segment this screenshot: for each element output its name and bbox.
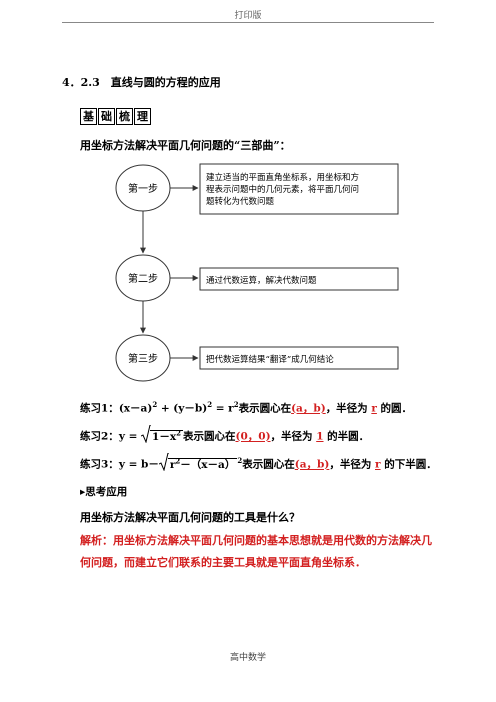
sqrt-expression: r2－（x－a）: [158, 453, 238, 472]
sqrt-sign-icon: [141, 425, 152, 443]
intro-line: 用坐标方法解决平面几何问题的“三部曲”：: [80, 139, 291, 152]
eq-part: y =: [118, 430, 142, 443]
exercise-1: 练习1：(x－a)2 + (y－b)2 = r2表示圆心在(a，b)，半径为 r…: [80, 400, 412, 416]
text-part: ，半径为: [325, 402, 372, 415]
exponent: 2: [237, 456, 243, 465]
badge-char: 梳: [116, 108, 133, 125]
flowchart: 第一步 建立适当的平面直角坐标系，用坐标和方 程表示问题中的几何元素，将平面几何…: [115, 163, 399, 382]
radicand: 1－x: [152, 430, 177, 443]
exponent: 2: [152, 400, 158, 409]
text-part: 的圆．: [376, 402, 413, 415]
text-part: 表示圆心在: [242, 458, 295, 471]
step1-text-line: 建立适当的平面直角坐标系，用坐标和方: [206, 172, 359, 183]
answer-center: (a，b): [291, 402, 326, 415]
badge-char: 础: [98, 108, 115, 125]
question-text: 用坐标方法解决平面几何问题的工具是什么？: [80, 511, 300, 524]
section-title: 4．2.3 直线与圆的方程的应用: [62, 76, 221, 89]
answer-radius: 1: [316, 430, 324, 443]
exercise-label: 练习1：: [80, 402, 119, 415]
badge-char: 基: [80, 108, 97, 125]
exercise-label: 练习3：: [80, 458, 119, 471]
exponent: 2: [175, 456, 181, 465]
step1-text-line: 题转化为代数问题: [206, 196, 275, 207]
text-part: ，半径为: [270, 430, 317, 443]
step2-box: [199, 267, 399, 291]
sqrt-sign-icon: [158, 453, 169, 471]
step3-label: 第三步: [128, 352, 158, 365]
section-badge: 基 础 梳 理: [80, 108, 152, 125]
answer-label: 解析：: [80, 534, 113, 547]
step1-text-line: 程表示问题中的几何元素，将平面几何问: [206, 184, 359, 195]
text-part: 表示圆心在: [182, 430, 236, 443]
step3-box: [199, 346, 399, 370]
eq-part: + (y－b): [157, 402, 208, 415]
text-part: 表示圆心在: [238, 402, 292, 415]
answer-paragraph: 解析：用坐标方法解决平面几何问题的基本思想就是用代数的方法解决几何问题，而建立它…: [80, 530, 440, 574]
step3-text-line: 把代数运算结果“翻译”成几何结论: [206, 354, 334, 365]
print-header: 打印版: [234, 11, 262, 21]
step2-label: 第二步: [128, 272, 158, 285]
header-rule: [62, 22, 434, 23]
think-section-title: ▸思考应用: [80, 486, 128, 498]
radicand: r: [169, 458, 176, 471]
answer-center: (a，b): [294, 458, 330, 471]
step2-text-line: 通过代数运算，解决代数问题: [206, 275, 317, 286]
exercise-3: 练习3：y = b－r2－（x－a）2表示圆心在(a，b)，半径为 r 的下半圆…: [80, 453, 437, 472]
sqrt-expression: 1－x2: [141, 425, 183, 444]
radicand: －（x－a）: [180, 458, 236, 471]
answer-radius: r: [371, 402, 377, 415]
text-part: 的半圆．: [323, 430, 370, 443]
text-part: ，半径为: [329, 458, 375, 471]
answer-text: 用坐标方法解决平面几何问题的基本思想就是用代数的方法解决几何问题，而建立它们联系…: [80, 534, 432, 569]
eq-part: = r: [212, 402, 234, 415]
exercise-label: 练习2：: [80, 430, 119, 443]
step1-box: [199, 163, 399, 215]
exponent: 2: [176, 428, 181, 437]
badge-char: 理: [134, 108, 151, 125]
eq-part: (x－a): [118, 402, 153, 415]
eq-part: y = b－: [118, 458, 159, 471]
answer-radius: r: [375, 458, 381, 471]
exponent: 2: [233, 400, 239, 409]
answer-center: (0，0): [235, 430, 271, 443]
step1-label: 第一步: [128, 182, 158, 195]
exponent: 2: [207, 400, 213, 409]
page-footer: 高中数学: [229, 653, 266, 663]
text-part: 的下半圆．: [380, 458, 437, 471]
